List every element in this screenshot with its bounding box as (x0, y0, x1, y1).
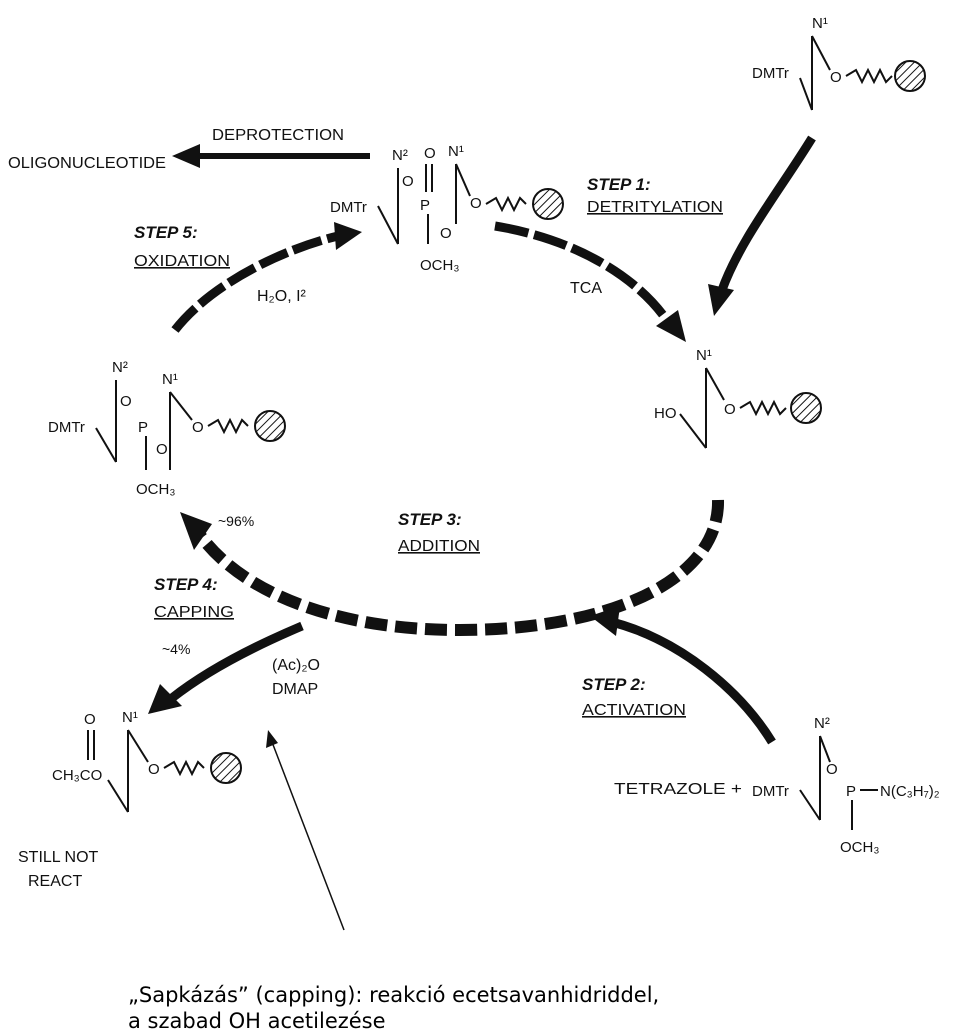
activation-arrowhead (590, 606, 620, 636)
annotation-arrow (271, 741, 345, 931)
structure-phosphite: N² N¹ DMTr O P O O OCH₃ (48, 359, 286, 498)
structure-detritylated: N¹ HO O (654, 347, 822, 449)
oxidation-arrowhead (334, 222, 362, 250)
step5-reagent: H₂O, I² (257, 288, 307, 305)
start-arrow (717, 135, 816, 292)
caption-line-2: a szabad OH acetilezése (128, 1009, 386, 1033)
step3-yield: ~96% (218, 513, 254, 529)
svg-text:N¹: N¹ (812, 15, 828, 32)
svg-text:N¹: N¹ (696, 347, 712, 364)
svg-text:O: O (424, 145, 436, 162)
svg-text:O: O (826, 761, 838, 778)
svg-text:O: O (402, 173, 414, 190)
step2-name: ACTIVATION (582, 702, 686, 719)
annotation-arrowhead (266, 730, 278, 748)
addition-arrow (195, 499, 725, 637)
still-not-react-line2: REACT (28, 873, 82, 890)
still-not-react-line1: STILL NOT (18, 849, 99, 866)
start-arrowhead (708, 284, 734, 316)
tetrazole-label: TETRAZOLE + (614, 781, 742, 798)
step3-name: ADDITION (398, 538, 480, 555)
step5-name: OXIDATION (134, 253, 230, 270)
step4-title: STEP 4: (154, 575, 218, 594)
svg-text:P: P (138, 419, 148, 436)
activation-arrow (610, 617, 776, 745)
detritylation-arrow (494, 221, 672, 325)
svg-text:CH₃CO: CH₃CO (52, 767, 102, 784)
detritylation-arrowhead (656, 310, 686, 342)
deprotection-label: DEPROTECTION (212, 127, 344, 144)
step2-title: STEP 2: (582, 675, 646, 694)
svg-text:DMTr: DMTr (752, 65, 789, 82)
svg-text:DMTr: DMTr (48, 419, 85, 436)
svg-text:N²: N² (392, 147, 408, 164)
svg-text:N¹: N¹ (448, 143, 464, 160)
svg-text:O: O (192, 419, 204, 436)
structure-phosphoramidite: N² DMTr O P N(C₃H₇)₂ OCH₃ (752, 715, 940, 856)
step1-reagent: TCA (570, 280, 602, 297)
step1-name: DETRITYLATION (587, 199, 723, 216)
structure-oxidized: N² O N¹ DMTr O P O O OCH₃ (330, 143, 564, 274)
step4-yield: ~4% (162, 641, 190, 657)
svg-text:N¹: N¹ (162, 371, 178, 388)
svg-text:DMTr: DMTr (330, 199, 367, 216)
svg-text:N²: N² (112, 359, 128, 376)
svg-text:O: O (470, 195, 482, 212)
svg-text:OCH₃: OCH₃ (136, 481, 175, 498)
svg-text:P: P (420, 197, 430, 214)
step1-title: STEP 1: (587, 175, 651, 194)
caption: „Sapkázás” (capping): reakció ecetsavanh… (128, 982, 948, 1034)
deprotection-arrowhead (172, 144, 200, 168)
svg-text:HO: HO (654, 405, 677, 422)
step4-reagent-dmap: DMAP (272, 681, 318, 698)
step4-name: CAPPING (154, 604, 234, 621)
svg-text:OCH₃: OCH₃ (840, 839, 879, 856)
step3-title: STEP 3: (398, 510, 462, 529)
caption-line-1: „Sapkázás” (capping): reakció ecetsavanh… (128, 983, 660, 1007)
svg-text:N²: N² (814, 715, 830, 732)
svg-text:O: O (156, 441, 168, 458)
structure-start: N¹ DMTr O (752, 15, 926, 111)
svg-text:O: O (148, 761, 160, 778)
svg-text:OCH₃: OCH₃ (420, 257, 459, 274)
step5-title: STEP 5: (134, 223, 198, 242)
oligonucleotide-label: OLIGONUCLEOTIDE (8, 155, 166, 172)
oxidation-arrow (171, 231, 340, 333)
svg-text:N(C₃H₇)₂: N(C₃H₇)₂ (880, 783, 940, 800)
structure-capped: O N¹ CH₃CO O (52, 709, 242, 813)
addition-arrowhead (180, 512, 212, 550)
svg-text:P: P (846, 783, 856, 800)
svg-text:O: O (120, 393, 132, 410)
capping-arrow (169, 621, 304, 702)
svg-text:O: O (830, 69, 842, 86)
capping-arrowhead (148, 684, 182, 714)
svg-text:O: O (84, 711, 96, 728)
svg-text:N¹: N¹ (122, 709, 138, 726)
svg-text:O: O (724, 401, 736, 418)
svg-text:O: O (440, 225, 452, 242)
step4-reagent-anhydride: (Ac)₂O (272, 657, 320, 674)
svg-text:DMTr: DMTr (752, 783, 789, 800)
